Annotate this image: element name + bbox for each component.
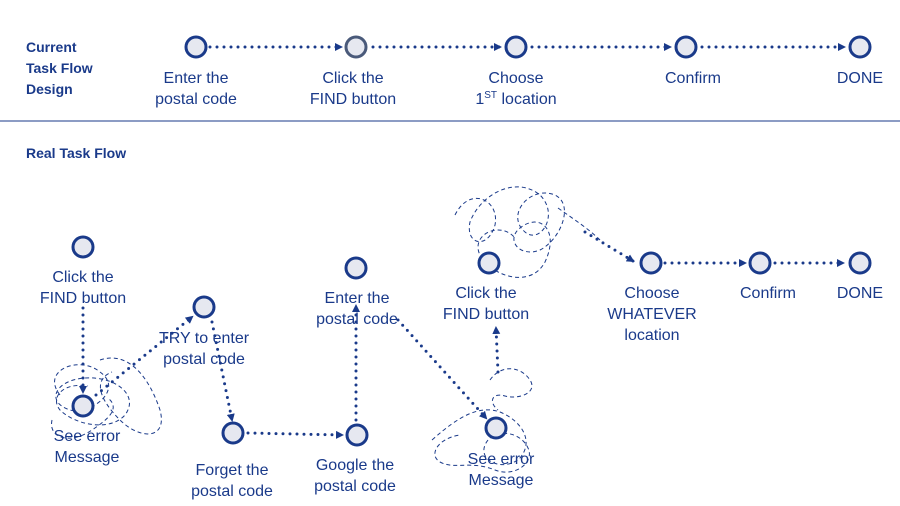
current-node-3: Choose 1ST location [475,35,557,108]
scribble-left-3 [51,397,114,439]
flow-node-circle [848,35,872,59]
node-label-line-2: postal code [155,91,237,108]
node-label-line-1: Confirm [740,285,796,302]
scribble-top-cloud [454,186,565,278]
current-title-line-2: Task Flow [26,60,93,76]
real-node-confirm: Confirm [740,251,796,302]
real-node-try-enter: TRY to enter postal code [159,295,250,368]
node-label-line-1: Choose [624,285,679,302]
scribble-right-2 [489,368,533,411]
node-label-line-2: WHATEVER [607,306,696,323]
link-r3-r4 [210,320,235,422]
flow-node-circle [192,295,216,319]
node-label-line-2: Message [55,449,120,466]
node-label-line-1: DONE [837,70,883,87]
real-node-see-error-1: See error Message [54,394,121,466]
real-node-click-find-2: Click the FIND button [443,251,529,323]
node-label-line-1: Click the [52,269,113,286]
node-label-line-1: Click the [455,285,516,302]
flow-node-circle [184,35,208,59]
current-node-5: DONE [837,35,883,87]
current-node-4: Confirm [665,35,721,87]
flow-node-circle [748,251,772,275]
real-node-forget: Forget the postal code [191,421,273,500]
node-label-line-2: postal code [316,311,398,328]
node-label-line-2: postal code [163,351,245,368]
node-label-line-2: FIND button [40,290,126,307]
real-node-click-find-1: Click the FIND button [40,235,126,307]
flow-node-circle [484,416,508,440]
node-label-line-1: Enter the [325,290,390,307]
flow-node-circle [71,235,95,259]
flow-node-circle [477,251,501,275]
flow-node-circle [674,35,698,59]
node-label-line-3: location [624,327,679,344]
node-label-line-2: 1ST location [475,90,556,108]
current-node-2: Click the FIND button [310,35,396,108]
link-r6-r7 [396,318,488,420]
link-r4-r5 [246,430,344,439]
node-label-line-1: Click the [322,70,383,87]
flow-node-circle [71,394,95,418]
node-label-line-2: postal code [191,483,273,500]
scribble-right-1 [431,409,530,473]
scribble-top-tail [557,207,601,241]
flow-node-circle [221,421,245,445]
node-label-line-1: Enter the [164,70,229,87]
link-cloud-r9 [583,230,635,263]
link-r2-r3 [94,315,194,397]
flow-node-circle [344,35,368,59]
flow-node-circle [848,251,872,275]
current-title-line-1: Current [26,39,77,55]
current-section-title: Current Task Flow Design [26,39,93,97]
real-node-done: DONE [837,251,883,302]
node-label-line-1: DONE [837,285,883,302]
scribble-left-1 [54,364,130,426]
scribble-left-2 [99,357,162,435]
node-label-line-2: Message [469,472,534,489]
real-node-choose-whatever: Choose WHATEVER location [607,251,697,344]
node-label-line-1: Confirm [665,70,721,87]
real-node-google: Google the postal code [314,423,396,495]
current-node-1: Enter the postal code [155,35,237,108]
node-label-line-1: Forget the [196,462,269,479]
real-section-title: Real Task Flow [26,145,126,161]
real-flow-links [79,230,845,439]
current-title-line-3: Design [26,81,73,97]
node-label-line-1: Choose [488,70,543,87]
real-node-see-error-2: See error Message [468,416,535,489]
real-node-enter: Enter the postal code [316,256,398,328]
flow-node-circle [504,35,528,59]
node-label-line-1: See error [468,451,535,468]
link-r7-r8 [492,326,501,374]
flow-node-circle [344,256,368,280]
node-label-line-1: TRY to enter [159,330,250,347]
node-label-line-2: FIND button [310,91,396,108]
node-label-line-1: See error [54,428,121,445]
flow-node-circle [345,423,369,447]
flow-node-circle [639,251,663,275]
node-label-line-2: postal code [314,478,396,495]
node-label-line-2: FIND button [443,306,529,323]
node-label-line-1: Google the [316,457,394,474]
confusion-scribbles [51,186,601,473]
